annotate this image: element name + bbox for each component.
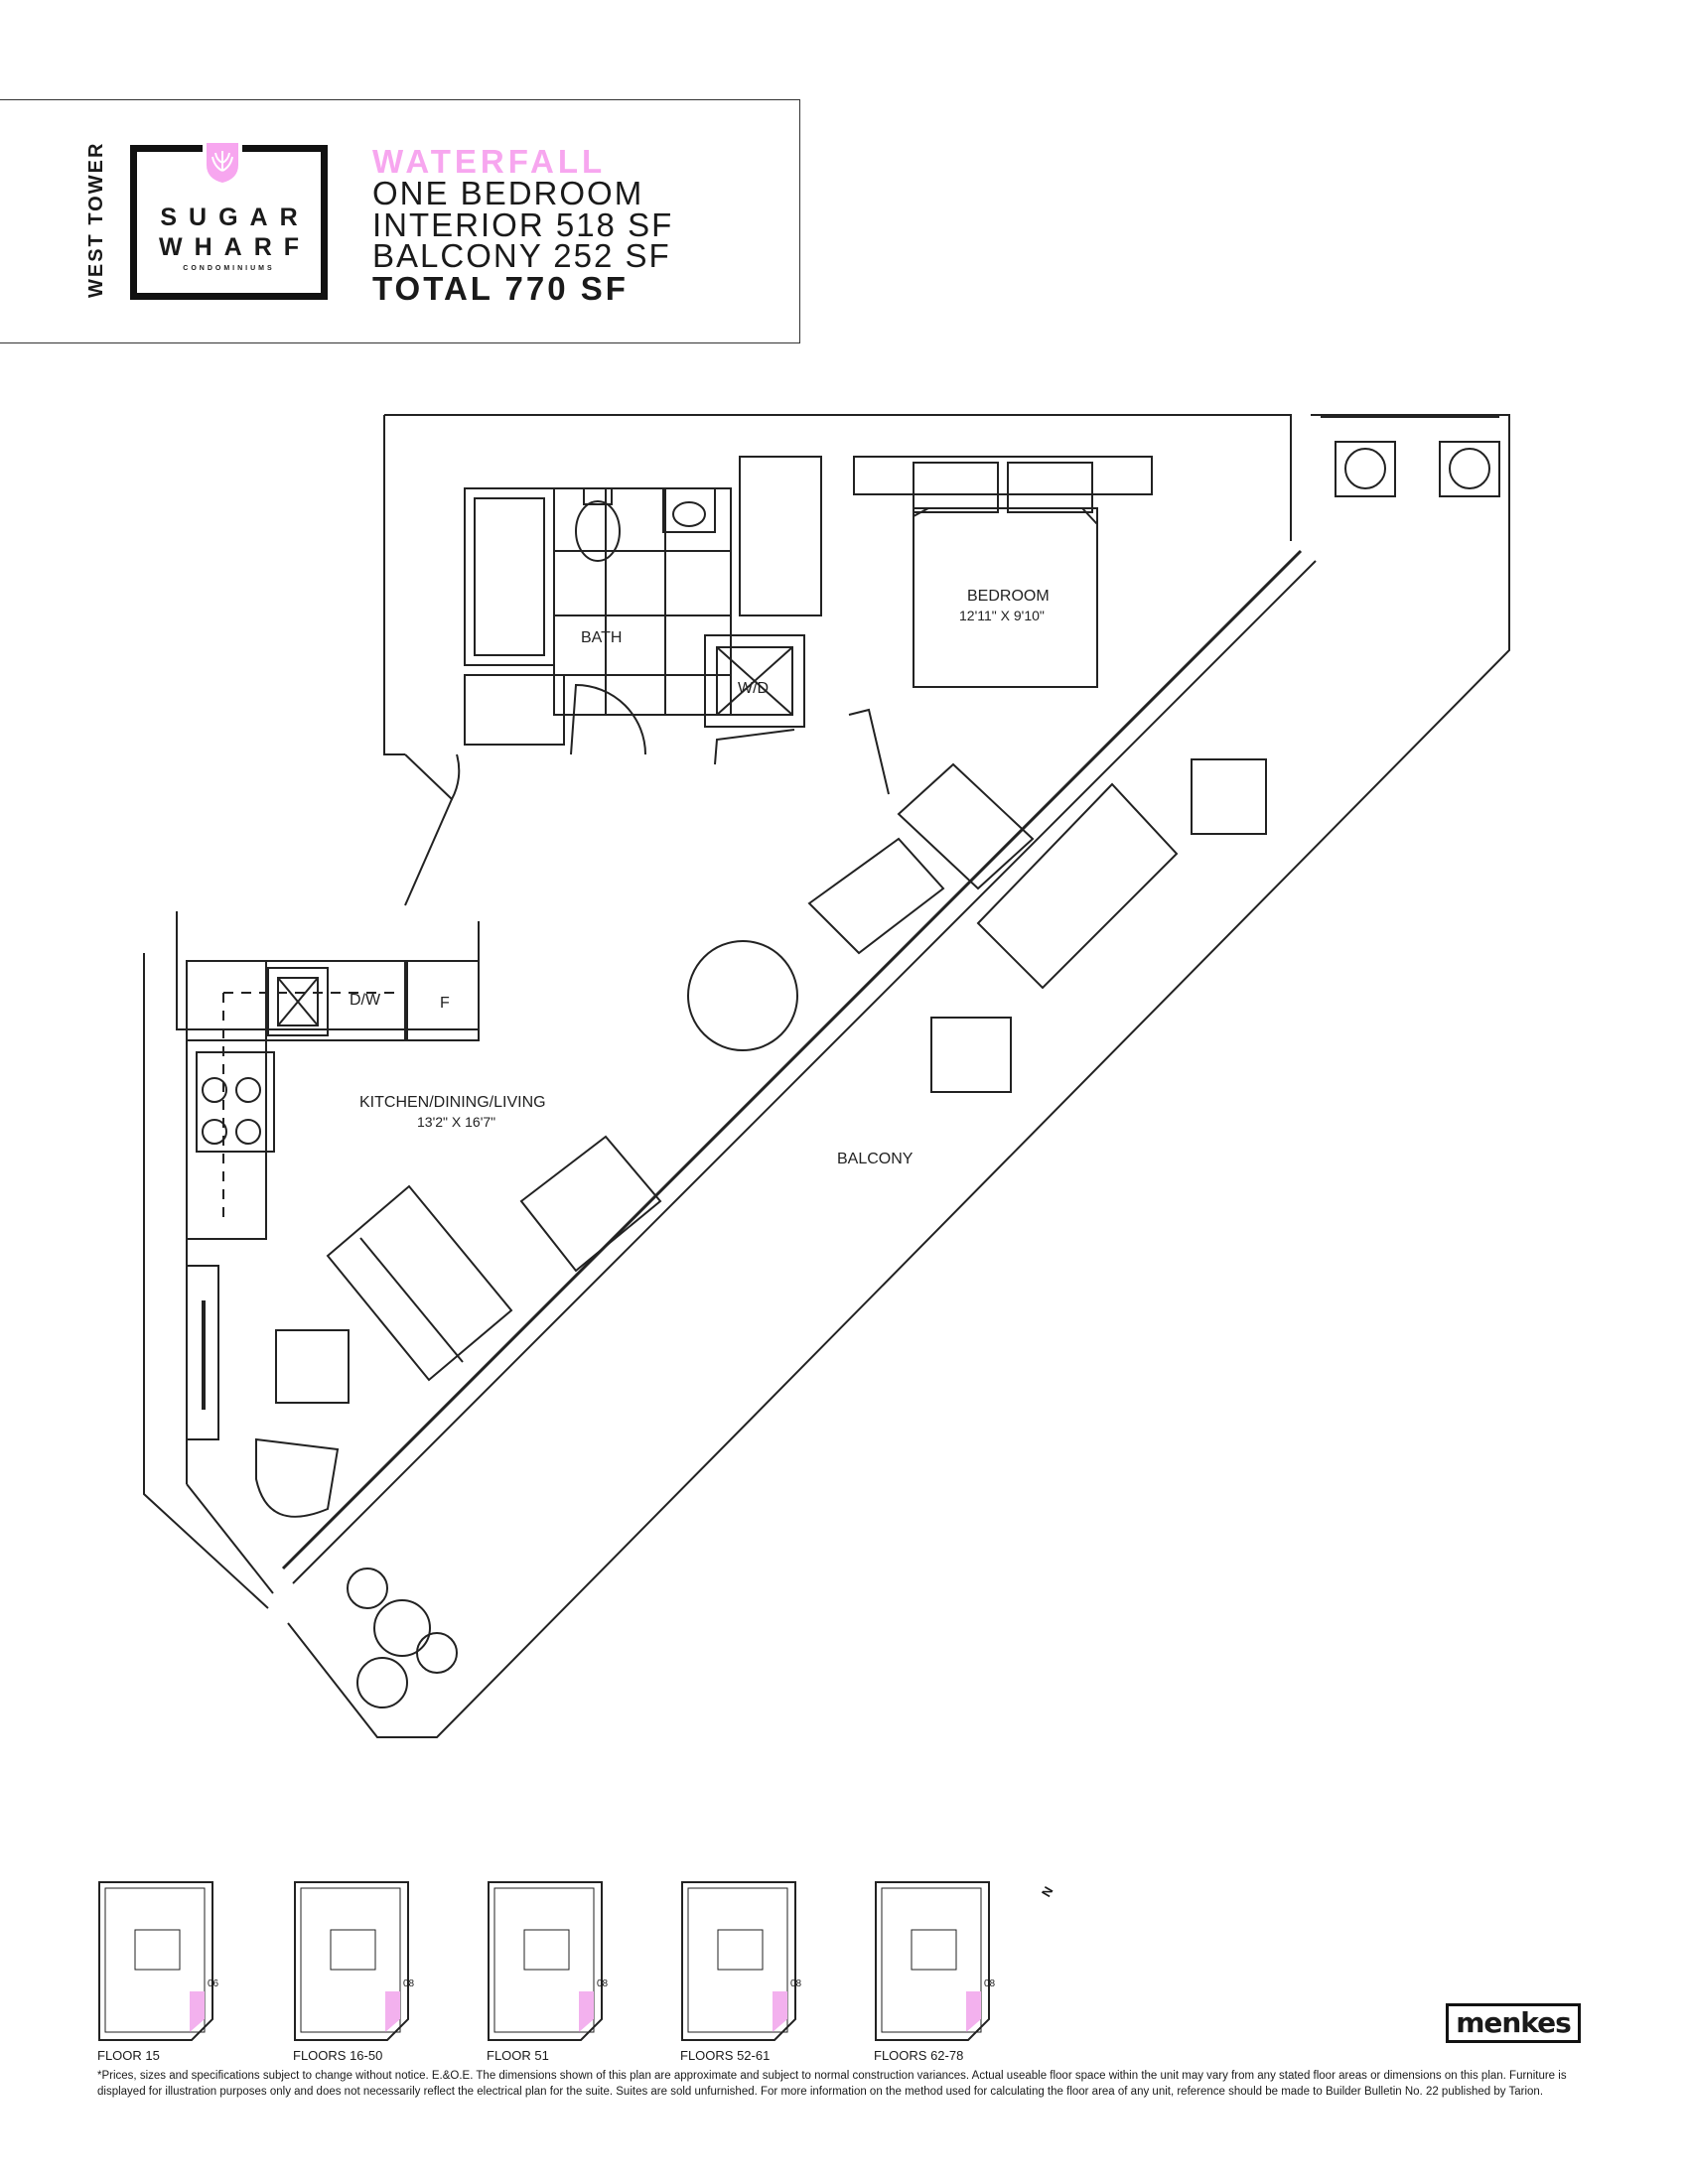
key-label-1: FLOOR 15 [97, 2048, 160, 2063]
living-dims: 13'2" X 16'7" [417, 1114, 495, 1130]
key-plan-3 [487, 1880, 604, 2042]
north-arrow-icon: N [1038, 1883, 1056, 1900]
bedroom-label: BEDROOM [967, 588, 1050, 605]
total-area: TOTAL 770 SF [372, 270, 629, 307]
balcony-label: BALCONY [837, 1151, 914, 1167]
key-unit-no-2: 08 [403, 1979, 415, 1989]
bedroom-dims: 12'11" X 9'10" [959, 608, 1045, 623]
outer-wall-sw [143, 953, 269, 1609]
washer-dryer [704, 634, 805, 728]
bathtub [464, 487, 555, 666]
window-wall [281, 549, 1303, 1570]
headboard-bench [853, 456, 1153, 495]
balcony-sofa [976, 782, 1179, 990]
living-label: KITCHEN/DINING/LIVING [359, 1094, 546, 1111]
logo-line1: SUGAR [160, 204, 310, 231]
sofa [326, 1184, 513, 1382]
wd-label: W/D [738, 680, 769, 697]
key-unit-no-1: 06 [208, 1979, 219, 1989]
key-plan-4 [680, 1880, 797, 2042]
logo-emblem-icon [203, 137, 242, 185]
desk [519, 1135, 662, 1273]
disclaimer: *Prices, sizes and specifications subjec… [97, 2070, 1567, 2098]
bath-label: BATH [581, 629, 622, 646]
logo-line2: WHARF [158, 233, 312, 261]
outer-wall [384, 414, 1292, 457]
key-unit-no-3: 08 [597, 1979, 609, 1989]
header-box [0, 99, 800, 343]
key-label-4: FLOORS 52-61 [680, 2048, 771, 2063]
kitchen-sink [267, 967, 329, 1036]
interior-area: INTERIOR 518 SF [372, 206, 674, 243]
suite-name: WATERFALL [372, 143, 607, 180]
key-unit-no-4: 08 [790, 1979, 802, 1989]
planter [1439, 441, 1500, 497]
logo-line3: CONDOMINIUMS [183, 265, 275, 272]
key-plan-1 [97, 1880, 214, 2042]
fridge [406, 960, 480, 1041]
unit-type: ONE BEDROOM [372, 175, 644, 211]
closet [739, 456, 822, 616]
key-label-2: FLOORS 16-50 [293, 2048, 383, 2063]
toilet [575, 500, 621, 562]
balcony-outline [287, 414, 1510, 1738]
pillow [913, 462, 999, 513]
ottoman [275, 1329, 350, 1404]
balcony-area: BALCONY 252 SF [372, 237, 671, 274]
tower-label: WEST TOWER [85, 141, 107, 298]
key-plan-2 [293, 1880, 410, 2042]
outer-wall-left [383, 415, 405, 755]
tree [347, 1568, 388, 1609]
range [196, 1051, 275, 1153]
dw-label: D/W [350, 992, 381, 1009]
bath-floor [553, 487, 732, 716]
key-plan-5 [874, 1880, 991, 2042]
fridge-label: F [440, 995, 450, 1012]
pillow [1007, 462, 1093, 513]
key-unit-no-5: 08 [984, 1979, 996, 1989]
brand-logo: menkes [1446, 2003, 1581, 2043]
dining-table [687, 940, 798, 1051]
floor-plan: BATH BEDROOM 12'11" X 9'10" W/D D/W F KI… [143, 414, 1510, 1738]
balcony-chair [1191, 758, 1267, 835]
key-label-3: FLOOR 51 [487, 2048, 549, 2063]
sink [662, 487, 716, 533]
planter [1335, 441, 1396, 497]
console [186, 1265, 219, 1440]
key-label-5: FLOORS 62-78 [874, 2048, 964, 2063]
